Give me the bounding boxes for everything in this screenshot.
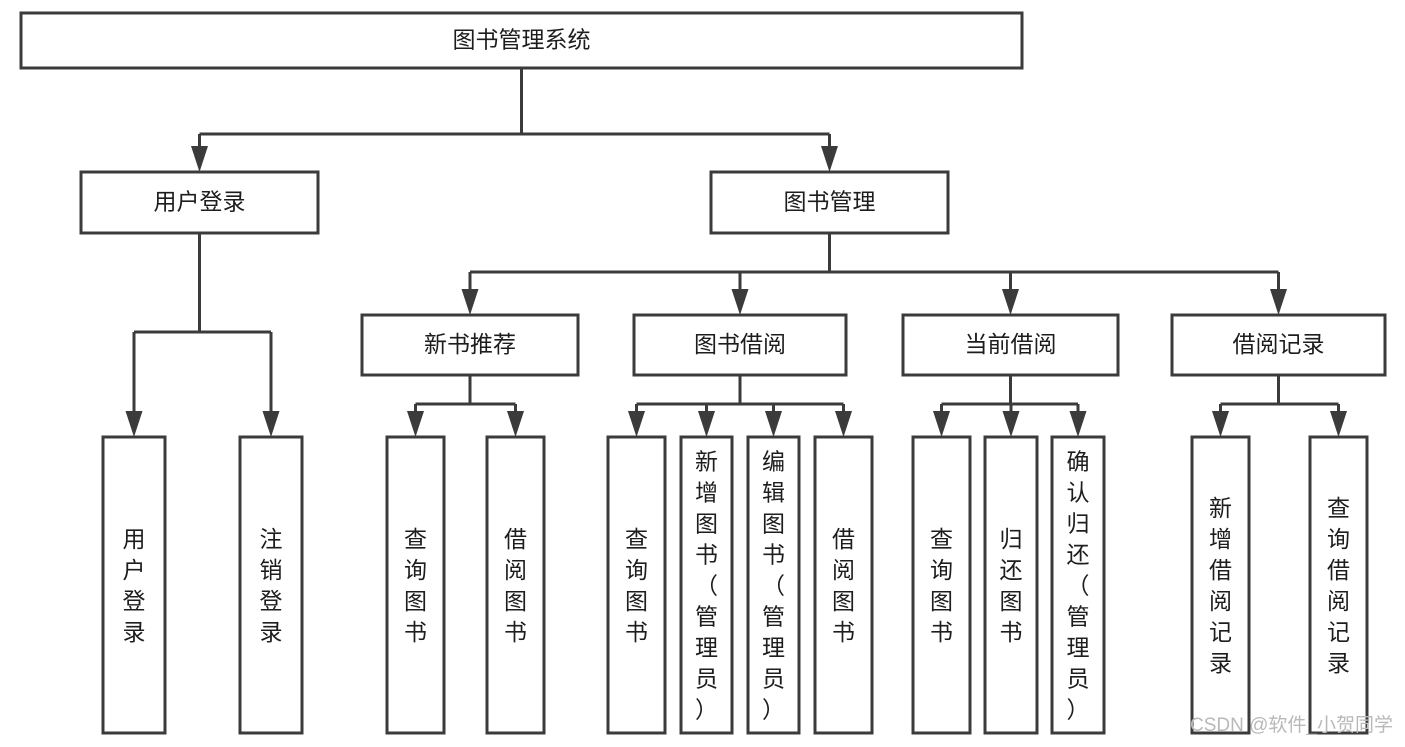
connectors-layer xyxy=(125,68,1347,437)
node-leaf-add-book-admin[interactable]: 新增图书（管理员） xyxy=(679,435,734,735)
node-leaf-return-book[interactable]: 归还图书 xyxy=(983,435,1039,735)
node-leaf-query-borrow-record[interactable]: 查询借阅记录 xyxy=(1308,435,1369,735)
node-box-leaf-user-logout[interactable] xyxy=(238,435,304,735)
node-new-book-rec[interactable]: 新书推荐 xyxy=(360,313,580,377)
node-box-leaf-edit-book-admin[interactable] xyxy=(746,435,801,735)
node-label-borrow-record: 借阅记录 xyxy=(1233,331,1325,357)
node-box-leaf-borrow-book[interactable] xyxy=(813,435,874,735)
node-label-leaf-confirm-return-admin: 确认归还（管理员） xyxy=(1067,449,1090,723)
node-box-leaf-query-borrow-record[interactable] xyxy=(1308,435,1369,735)
node-box-leaf-add-book-admin[interactable] xyxy=(679,435,734,735)
node-leaf-borrow-book-rec[interactable]: 借阅图书 xyxy=(485,435,546,735)
conn-current-borrow-to-leaves xyxy=(933,375,1087,437)
node-label-user-login: 用户登录 xyxy=(154,189,246,215)
conn-new-book-rec-to-leaves xyxy=(407,375,524,437)
csdn-watermark: CSDN @软件_小贺同学 xyxy=(1190,714,1393,736)
node-leaf-add-borrow-record[interactable]: 新增借阅记录 xyxy=(1190,435,1251,735)
node-box-root[interactable] xyxy=(19,11,1024,70)
node-leaf-confirm-return-admin[interactable]: 确认归还（管理员） xyxy=(1050,435,1106,735)
node-root[interactable]: 图书管理系统 xyxy=(19,11,1024,70)
node-box-leaf-return-book[interactable] xyxy=(983,435,1039,735)
node-box-user-login[interactable] xyxy=(79,170,320,235)
node-box-leaf-borrow-book-rec[interactable] xyxy=(485,435,546,735)
node-label-root: 图书管理系统 xyxy=(453,27,591,53)
node-box-book-borrow[interactable] xyxy=(632,313,848,377)
node-box-leaf-query-book-rec[interactable] xyxy=(385,435,446,735)
node-leaf-edit-book-admin[interactable]: 编辑图书（管理员） xyxy=(746,435,801,735)
node-label-leaf-add-book-admin: 新增图书（管理员） xyxy=(695,449,718,723)
node-label-leaf-query-book-borrow: 查询图书 xyxy=(625,526,648,645)
node-book-manage[interactable]: 图书管理 xyxy=(709,170,950,235)
conn-user-login-to-leaves xyxy=(125,233,280,437)
node-box-current-borrow[interactable] xyxy=(901,313,1120,377)
node-label-leaf-borrow-book-rec: 借阅图书 xyxy=(504,526,527,645)
node-label-leaf-user-login: 用户登录 xyxy=(123,526,146,645)
node-box-leaf-user-login[interactable] xyxy=(101,435,167,735)
node-box-borrow-record[interactable] xyxy=(1170,313,1387,377)
node-leaf-user-logout[interactable]: 注销登录 xyxy=(238,435,304,735)
node-label-book-borrow: 图书借阅 xyxy=(694,331,786,357)
conn-book-borrow-to-leaves xyxy=(628,375,852,437)
node-label-current-borrow: 当前借阅 xyxy=(965,331,1057,357)
node-label-leaf-return-book: 归还图书 xyxy=(1000,526,1023,645)
conn-root-to-level1 xyxy=(191,68,838,172)
node-box-leaf-add-borrow-record[interactable] xyxy=(1190,435,1251,735)
nodes-layer: 图书管理系统用户登录图书管理新书推荐图书借阅当前借阅借阅记录用户登录注销登录查询… xyxy=(19,11,1387,735)
node-leaf-query-book-current[interactable]: 查询图书 xyxy=(911,435,972,735)
node-label-new-book-rec: 新书推荐 xyxy=(424,331,516,357)
node-box-leaf-query-book-current[interactable] xyxy=(911,435,972,735)
node-leaf-user-login[interactable]: 用户登录 xyxy=(101,435,167,735)
conn-book-manage-to-level2 xyxy=(461,233,1287,315)
node-leaf-query-book-rec[interactable]: 查询图书 xyxy=(385,435,446,735)
node-label-leaf-query-book-rec: 查询图书 xyxy=(404,526,427,645)
node-box-leaf-confirm-return-admin[interactable] xyxy=(1050,435,1106,735)
node-label-leaf-query-book-current: 查询图书 xyxy=(930,526,953,645)
node-label-leaf-add-borrow-record: 新增借阅记录 xyxy=(1209,495,1232,676)
node-label-leaf-query-borrow-record: 查询借阅记录 xyxy=(1327,495,1350,676)
node-book-borrow[interactable]: 图书借阅 xyxy=(632,313,848,377)
node-borrow-record[interactable]: 借阅记录 xyxy=(1170,313,1387,377)
node-label-leaf-edit-book-admin: 编辑图书（管理员） xyxy=(762,449,785,723)
node-label-leaf-borrow-book: 借阅图书 xyxy=(832,526,855,645)
node-current-borrow[interactable]: 当前借阅 xyxy=(901,313,1120,377)
node-label-book-manage: 图书管理 xyxy=(784,189,876,215)
node-label-leaf-user-logout: 注销登录 xyxy=(260,526,283,645)
node-user-login[interactable]: 用户登录 xyxy=(79,170,320,235)
node-box-new-book-rec[interactable] xyxy=(360,313,580,377)
conn-borrow-record-to-leaves xyxy=(1212,375,1347,437)
node-box-book-manage[interactable] xyxy=(709,170,950,235)
node-leaf-borrow-book[interactable]: 借阅图书 xyxy=(813,435,874,735)
node-leaf-query-book-borrow[interactable]: 查询图书 xyxy=(606,435,667,735)
node-box-leaf-query-book-borrow[interactable] xyxy=(606,435,667,735)
